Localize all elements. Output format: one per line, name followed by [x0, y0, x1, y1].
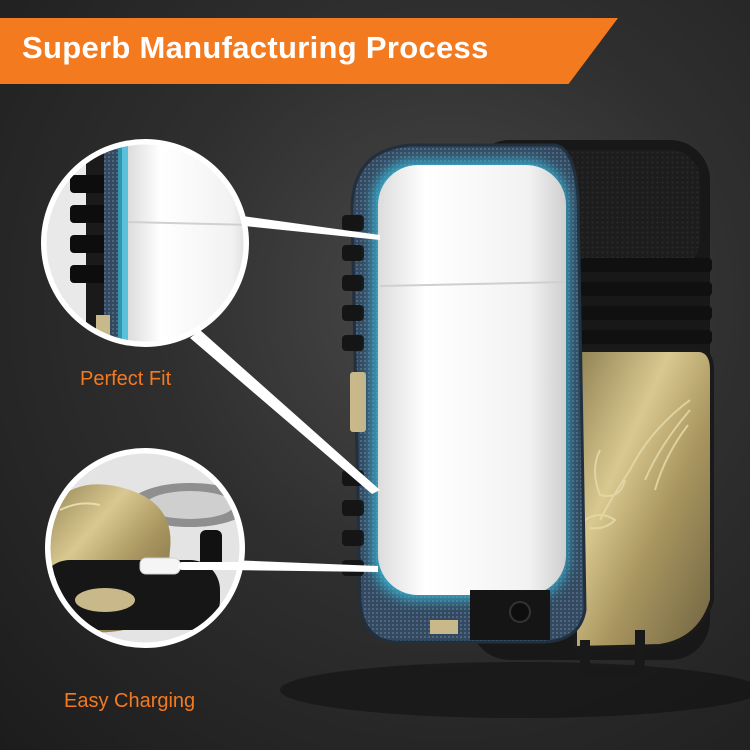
floor-shadow: [280, 662, 750, 718]
eagle-emblem-icon: [584, 399, 691, 530]
banner-title: Superb Manufacturing Process: [22, 30, 489, 65]
airpods-case: [378, 165, 566, 595]
gold-plate: [573, 348, 714, 651]
title-banner: Superb Manufacturing Process: [0, 18, 618, 84]
easy-charging-label: Easy Charging: [64, 690, 196, 712]
perfect-fit-label: Perfect Fit: [80, 368, 172, 390]
main-case: [342, 140, 714, 677]
easy-charging-magnifier: [45, 448, 245, 648]
callout-lines: [190, 215, 380, 572]
perfect-fit-magnifier: [41, 139, 249, 347]
